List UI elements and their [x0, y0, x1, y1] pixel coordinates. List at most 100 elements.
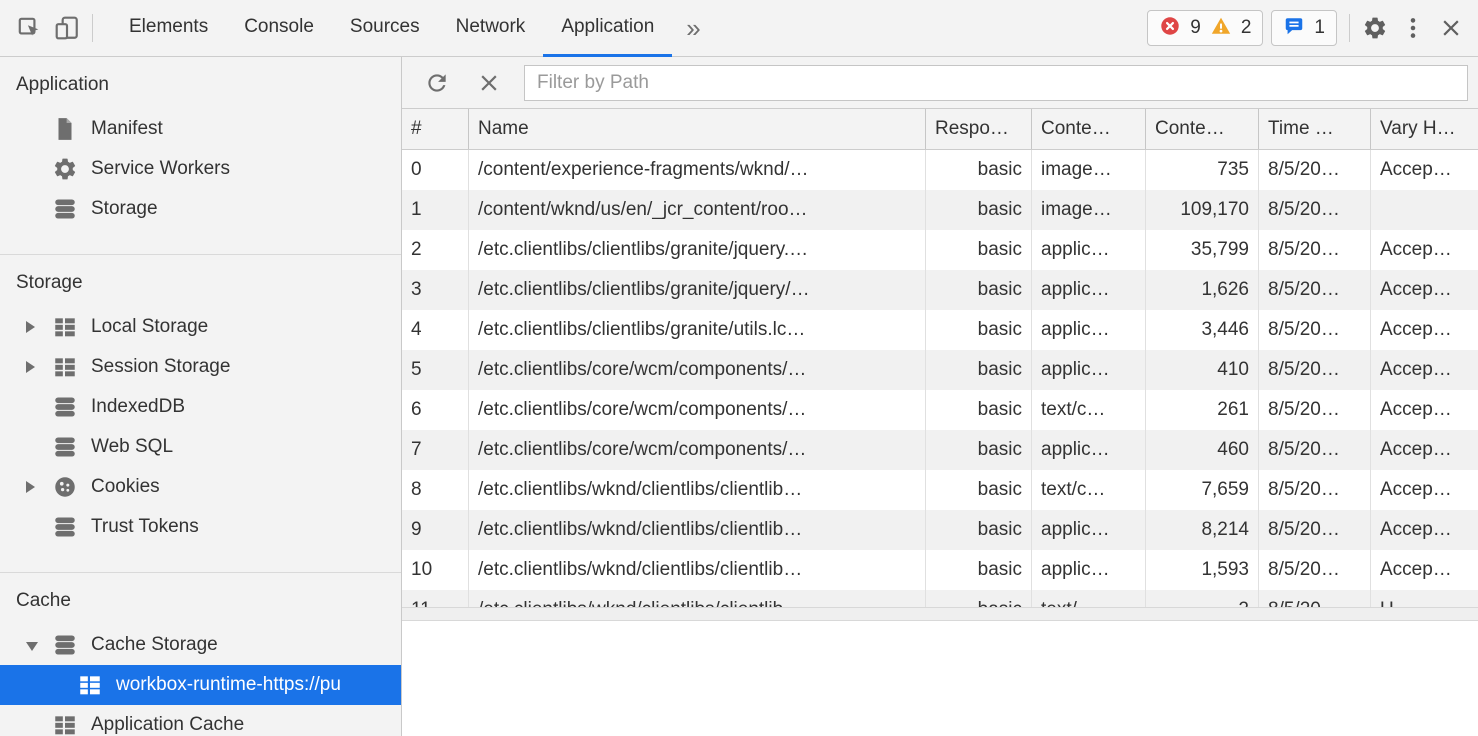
- cell-name: /etc.clientlibs/clientlibs/granite/utils…: [469, 310, 926, 350]
- cell-time-cached: 8/5/20…: [1259, 350, 1371, 390]
- table-row[interactable]: 7/etc.clientlibs/core/wcm/components/…ba…: [402, 430, 1478, 470]
- column-header-content-type[interactable]: Conte…: [1032, 109, 1146, 149]
- table-row[interactable]: 0/content/experience-fragments/wknd/…bas…: [402, 150, 1478, 190]
- cell-time-cached: 8/5/20…: [1259, 590, 1371, 607]
- cell-content-length: 1,626: [1146, 270, 1259, 310]
- cell-response-type: basic: [926, 590, 1032, 607]
- tab-elements[interactable]: Elements: [129, 15, 209, 37]
- sidebar-item-label: Cookies: [91, 476, 160, 497]
- tab-strip: Elements Console Sources Network Application: [111, 0, 673, 57]
- sidebar-item-cache-storage[interactable]: Cache Storage: [0, 625, 401, 665]
- cell-response-type: basic: [926, 310, 1032, 350]
- table-row[interactable]: 4/etc.clientlibs/clientlibs/granite/util…: [402, 310, 1478, 350]
- inspect-cursor-icon: [16, 15, 42, 41]
- device-toolbar-icon: [54, 15, 80, 41]
- inspect-element-button[interactable]: [10, 9, 48, 47]
- filter-by-path-input[interactable]: [524, 64, 1468, 101]
- sidebar-item-label: Application Cache: [91, 714, 245, 735]
- table-row[interactable]: 9/etc.clientlibs/wknd/clientlibs/clientl…: [402, 510, 1478, 550]
- cell-time-cached: 8/5/20…: [1259, 270, 1371, 310]
- tab-sources[interactable]: Sources: [349, 15, 420, 37]
- cell-index: 8: [402, 470, 469, 510]
- column-header-time-cached[interactable]: Time …: [1259, 109, 1371, 149]
- gear-icon: [52, 156, 78, 182]
- sidebar-item-service-workers[interactable]: Service Workers: [0, 149, 401, 189]
- close-devtools-button[interactable]: [1432, 9, 1470, 47]
- sidebar-item-label: Local Storage: [91, 316, 209, 337]
- console-status-badge[interactable]: 9 2: [1147, 10, 1264, 46]
- sidebar-item-trust-tokens[interactable]: Trust Tokens: [0, 507, 401, 547]
- refresh-button[interactable]: [418, 64, 456, 102]
- issues-message-icon: [1283, 15, 1305, 42]
- sidebar-item-manifest[interactable]: Manifest: [0, 109, 401, 149]
- cell-name: /etc.clientlibs/wknd/clientlibs/clientli…: [469, 470, 926, 510]
- column-header-content-length[interactable]: Conte…: [1146, 109, 1259, 149]
- column-header-vary-header[interactable]: Vary H…: [1380, 118, 1456, 139]
- settings-button[interactable]: [1356, 9, 1394, 47]
- cell-content-length: 410: [1146, 350, 1259, 390]
- cell-name: /etc.clientlibs/wknd/clientlibs/clientli…: [469, 590, 926, 607]
- sidebar-item-application-cache[interactable]: Application Cache: [0, 705, 401, 736]
- tab-network[interactable]: Network: [455, 15, 526, 37]
- sidebar-item-cookies[interactable]: Cookies: [0, 467, 401, 507]
- tab-application[interactable]: Application: [543, 0, 673, 57]
- cell-response-type: basic: [926, 510, 1032, 550]
- cell-content-type: applic…: [1032, 230, 1146, 270]
- cell-vary-header: Accep…: [1380, 279, 1452, 300]
- horizontal-scrollbar[interactable]: [402, 607, 1478, 621]
- sidebar-item-storage[interactable]: Storage: [0, 189, 401, 229]
- section-title-cache: Cache: [16, 590, 71, 611]
- toolbar-divider: [1349, 14, 1350, 42]
- sidebar-item-session-storage[interactable]: Session Storage: [0, 347, 401, 387]
- cache-storage-panel: # Name Respo… Conte… Conte… Time … Vary …: [402, 57, 1478, 736]
- table-icon: [77, 672, 103, 698]
- cell-vary-header: Accep…: [1380, 479, 1452, 500]
- expand-arrow-icon[interactable]: [26, 481, 35, 493]
- cell-vary-header: Accep…: [1380, 159, 1452, 180]
- cell-time-cached: 8/5/20…: [1259, 190, 1371, 230]
- cell-content-type: applic…: [1032, 310, 1146, 350]
- cell-index: 9: [402, 510, 469, 550]
- table-row[interactable]: 11/etc.clientlibs/wknd/clientlibs/client…: [402, 590, 1478, 607]
- table-row[interactable]: 8/etc.clientlibs/wknd/clientlibs/clientl…: [402, 470, 1478, 510]
- cell-response-type: basic: [926, 270, 1032, 310]
- table-row[interactable]: 2/etc.clientlibs/clientlibs/granite/jque…: [402, 230, 1478, 270]
- sidebar-item-label: Manifest: [91, 118, 163, 139]
- column-header-response-type[interactable]: Respo…: [926, 109, 1032, 149]
- collapse-arrow-icon[interactable]: [26, 641, 38, 651]
- cookie-icon: [52, 474, 78, 500]
- cell-content-length: 735: [1146, 150, 1259, 190]
- cell-index: 2: [402, 230, 469, 270]
- more-options-button[interactable]: [1394, 9, 1432, 47]
- table-row[interactable]: 10/etc.clientlibs/wknd/clientlibs/client…: [402, 550, 1478, 590]
- document-icon: [52, 116, 78, 142]
- tab-console[interactable]: Console: [244, 15, 314, 37]
- sidebar-item-workbox-runtime-cache[interactable]: workbox-runtime-https://pu: [0, 665, 401, 705]
- issue-count: 1: [1314, 17, 1325, 38]
- sidebar-item-local-storage[interactable]: Local Storage: [0, 307, 401, 347]
- cell-content-type: text/c…: [1032, 470, 1146, 510]
- device-toolbar-button[interactable]: [48, 9, 86, 47]
- cell-content-length: 2: [1146, 590, 1259, 607]
- sidebar-item-indexeddb[interactable]: IndexedDB: [0, 387, 401, 427]
- cell-index: 11: [402, 590, 469, 607]
- table-row[interactable]: 6/etc.clientlibs/core/wcm/components/…ba…: [402, 390, 1478, 430]
- error-icon: [1159, 15, 1181, 42]
- cell-content-type: applic…: [1032, 550, 1146, 590]
- sidebar-item-label: Storage: [91, 198, 158, 219]
- table-row[interactable]: 1/content/wknd/us/en/_jcr_content/roo…ba…: [402, 190, 1478, 230]
- cell-content-length: 3,446: [1146, 310, 1259, 350]
- cache-toolbar: [402, 57, 1478, 109]
- issues-badge[interactable]: 1: [1271, 10, 1337, 46]
- sidebar-item-web-sql[interactable]: Web SQL: [0, 427, 401, 467]
- expand-arrow-icon[interactable]: [26, 361, 35, 373]
- cell-content-type: applic…: [1032, 270, 1146, 310]
- more-tabs-button[interactable]: »: [686, 13, 701, 43]
- column-header-name[interactable]: Name: [469, 109, 926, 149]
- expand-arrow-icon[interactable]: [26, 321, 35, 333]
- column-header-index[interactable]: #: [402, 109, 469, 149]
- database-icon: [52, 632, 78, 658]
- table-row[interactable]: 3/etc.clientlibs/clientlibs/granite/jque…: [402, 270, 1478, 310]
- table-row[interactable]: 5/etc.clientlibs/core/wcm/components/…ba…: [402, 350, 1478, 390]
- delete-selected-button[interactable]: [470, 64, 508, 102]
